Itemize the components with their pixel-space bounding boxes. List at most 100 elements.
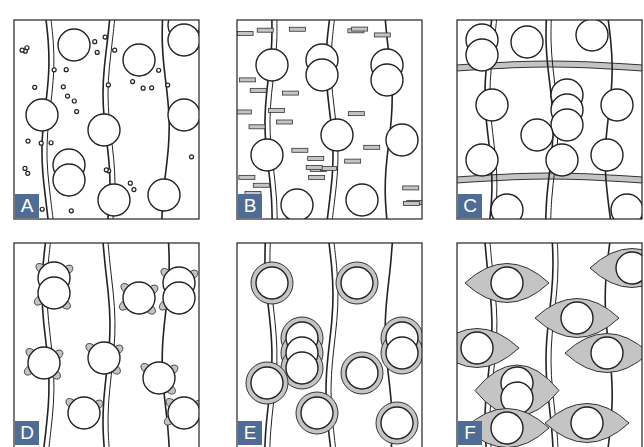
vessel-pore bbox=[386, 337, 418, 369]
aliform-parenchyma bbox=[465, 264, 549, 303]
vasicentric-sheath bbox=[296, 392, 338, 434]
parenchyma-dash bbox=[237, 31, 253, 35]
parenchyma-dot bbox=[190, 155, 194, 159]
vessel-pore bbox=[616, 252, 642, 284]
vessel-pore bbox=[381, 407, 413, 439]
parenchyma-dot bbox=[26, 171, 30, 175]
parenchyma-dot bbox=[72, 99, 76, 103]
vessel-pore bbox=[466, 144, 498, 176]
parenchyma-dot bbox=[49, 141, 53, 145]
vessel-pore bbox=[53, 164, 85, 196]
vessel-pore bbox=[28, 347, 60, 379]
parenchyma-dot bbox=[40, 207, 44, 211]
vessel-pore bbox=[251, 367, 283, 399]
vessel-pore bbox=[491, 194, 523, 219]
parenchyma-dot bbox=[132, 188, 136, 192]
vessel-pore bbox=[341, 267, 373, 299]
parenchyma-dot bbox=[33, 85, 37, 89]
parenchyma-dot bbox=[69, 209, 73, 213]
parenchyma-dot bbox=[61, 85, 65, 89]
aliform-parenchyma bbox=[590, 249, 642, 288]
panel-letter: E bbox=[238, 421, 262, 445]
vessel-pore bbox=[321, 119, 353, 151]
parenchyma-dash bbox=[306, 165, 322, 169]
vessel-pore bbox=[591, 139, 623, 171]
panel-drawing bbox=[435, 238, 644, 447]
parenchyma-dash bbox=[276, 120, 292, 124]
parenchyma-dash bbox=[308, 156, 324, 160]
vessel-pore bbox=[601, 89, 633, 121]
panel-drawing bbox=[235, 15, 423, 224]
vessel-pore bbox=[256, 267, 288, 299]
parenchyma-dot bbox=[95, 50, 99, 54]
aliform-parenchyma bbox=[535, 299, 619, 338]
panel-frame bbox=[14, 20, 199, 219]
vessel-pore bbox=[346, 184, 378, 216]
parenchyma-dot bbox=[157, 68, 161, 72]
parenchyma-dash bbox=[239, 78, 255, 82]
vessel-pore bbox=[251, 139, 283, 171]
parenchyma-dot bbox=[20, 48, 24, 52]
panel-frame bbox=[14, 243, 199, 447]
vessel-pore bbox=[163, 282, 195, 314]
parenchyma-dash bbox=[374, 33, 390, 37]
vessel-pore bbox=[466, 39, 498, 71]
parenchyma-dot bbox=[66, 94, 70, 98]
parenchyma-dash bbox=[282, 91, 298, 95]
parenchyma-dot bbox=[128, 181, 132, 185]
aliform-parenchyma bbox=[565, 334, 642, 373]
parenchyma-dot bbox=[52, 68, 56, 72]
vessel-pore bbox=[143, 362, 175, 394]
parenchyma-dash bbox=[364, 145, 380, 149]
vessel-pore bbox=[476, 89, 508, 121]
parenchyma-dash bbox=[404, 201, 420, 205]
parenchyma-dash bbox=[292, 148, 308, 152]
parenchyma-dot bbox=[106, 83, 110, 87]
parenchyma-dash bbox=[348, 112, 364, 116]
vessel-pore bbox=[591, 337, 623, 369]
panel-drawing bbox=[457, 15, 643, 226]
parenchyma-dash bbox=[289, 27, 305, 31]
vessel-pore bbox=[561, 302, 593, 334]
parenchyma-dash bbox=[239, 175, 255, 179]
vessel-pore bbox=[386, 124, 418, 156]
vasicentric-sheath bbox=[336, 262, 378, 304]
vessel-pore bbox=[611, 194, 642, 219]
vessel-pore bbox=[58, 29, 90, 61]
vessel-pore bbox=[281, 189, 313, 219]
panel-letter: D bbox=[15, 421, 39, 445]
vessel-pore bbox=[306, 59, 338, 91]
panel-frame bbox=[237, 243, 422, 447]
vessel-pore bbox=[26, 99, 58, 131]
vessel-pore bbox=[123, 44, 155, 76]
panel-letter: C bbox=[458, 194, 482, 218]
vasicentric-sheath bbox=[251, 262, 293, 304]
parenchyma-dot bbox=[75, 110, 79, 114]
vessel-pore bbox=[38, 277, 70, 309]
vessel-pore bbox=[88, 114, 120, 146]
vessel-pore bbox=[123, 282, 155, 314]
parenchyma-dot bbox=[64, 68, 68, 72]
panel-frame bbox=[457, 20, 642, 219]
parenchyma-dash bbox=[249, 125, 265, 129]
parenchyma-dash bbox=[253, 183, 269, 187]
panel-letter: A bbox=[15, 194, 39, 218]
parenchyma-dash bbox=[352, 27, 368, 31]
vessel-pore bbox=[346, 357, 378, 389]
vessel-pore bbox=[371, 64, 403, 96]
vessel-pore bbox=[98, 184, 130, 216]
parenchyma-dash bbox=[403, 186, 419, 190]
vessel-pore bbox=[286, 352, 318, 384]
parenchyma-dot bbox=[23, 166, 27, 170]
vessel-pore bbox=[576, 20, 608, 51]
aliform-parenchyma bbox=[545, 404, 629, 443]
parenchyma-dot bbox=[113, 48, 117, 52]
vessel-pore bbox=[256, 49, 288, 81]
vessel-pore bbox=[301, 397, 333, 429]
parenchyma-dot bbox=[150, 86, 154, 90]
parenchyma-dash bbox=[320, 166, 336, 170]
vessel-pore bbox=[148, 179, 180, 211]
parenchyma-dot bbox=[39, 141, 43, 145]
